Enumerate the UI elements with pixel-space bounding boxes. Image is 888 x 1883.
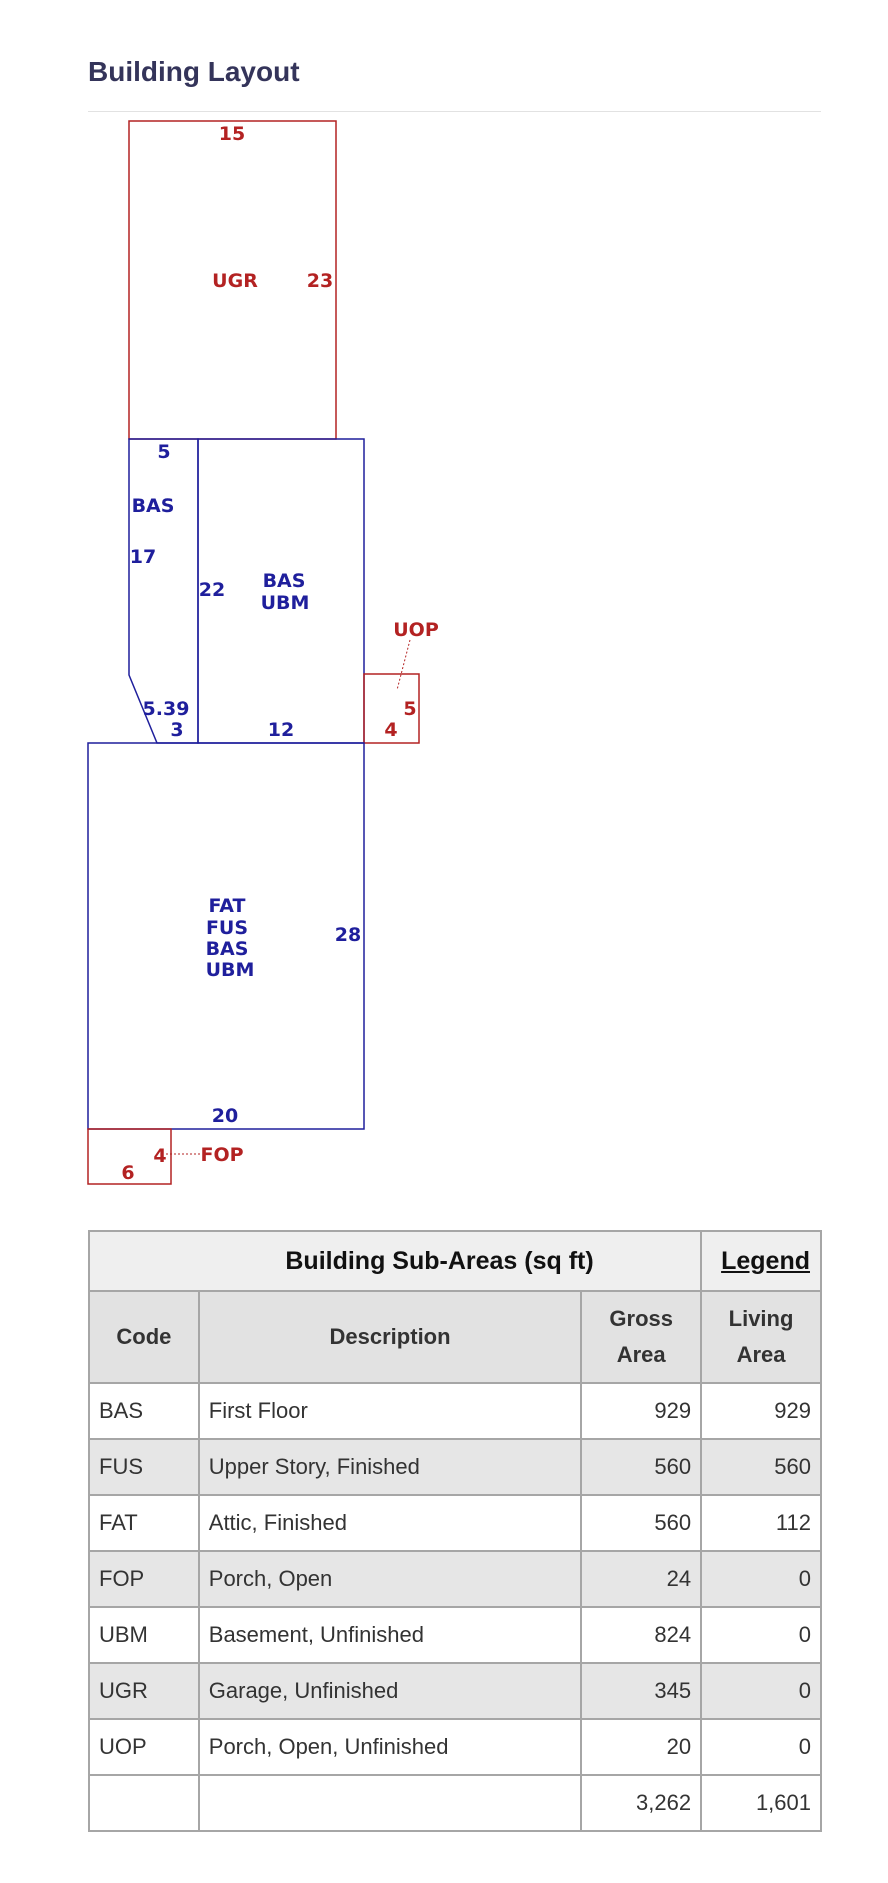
code-cell: UOP (88, 1718, 200, 1776)
description-cell: Garage, Unfinished (197, 1662, 583, 1720)
description-cell: Basement, Unfinished (197, 1606, 583, 1664)
ugr-code-label: UGR (212, 270, 258, 292)
description-cell: First Floor (197, 1382, 583, 1440)
legend-cell: Legend (700, 1230, 822, 1292)
description-cell: Porch, Open, Unfinished (197, 1718, 583, 1776)
table-caption-row: Building Sub-Areas (sq ft) Legend (87, 1230, 822, 1292)
gross-area-header-line-2: Area (616, 1342, 666, 1367)
title-divider (88, 111, 821, 112)
bas-wing-dim-side: 17 (130, 546, 156, 568)
main-code-label-1: FAT (209, 895, 246, 917)
bas-wing-dim-diagonal: 5.39 (143, 698, 190, 720)
table-row: UOP Porch, Open, Unfinished 20 0 (88, 1718, 822, 1776)
fop-area (87, 1128, 172, 1185)
uop-code-label: UOP (393, 619, 439, 641)
description-header: Description (197, 1290, 583, 1384)
living-area-header-line-2: Area (736, 1342, 786, 1367)
gross-area-cell: 24 (580, 1550, 703, 1608)
table-row: UBM Basement, Unfinished 824 0 (88, 1606, 822, 1664)
code-cell: FOP (88, 1550, 200, 1608)
description-cell: Attic, Finished (197, 1494, 583, 1552)
bas-ubm-code-label-1: BAS (263, 570, 306, 592)
main-code-label-4: UBM (206, 959, 255, 981)
table-caption: Building Sub-Areas (sq ft) (87, 1230, 703, 1292)
section-title: Building Layout (88, 56, 300, 87)
fop-dim-side: 4 (153, 1145, 166, 1167)
fop-dim-bottom: 6 (121, 1162, 134, 1184)
total-gross-area: 3,262 (580, 1774, 703, 1832)
gross-area-cell: 345 (580, 1662, 703, 1720)
uop-dim-bottom: 4 (384, 719, 397, 741)
table-row: FUS Upper Story, Finished 560 560 (88, 1438, 822, 1496)
code-cell: UBM (88, 1606, 200, 1664)
fop-code-label: FOP (200, 1144, 243, 1166)
main-dim-bottom: 20 (212, 1105, 238, 1127)
description-cell: Porch, Open (197, 1550, 583, 1608)
main-area (87, 742, 365, 1130)
uop-leader-line (396, 639, 411, 691)
main-code-label-3: BAS (206, 938, 249, 960)
description-cell: Upper Story, Finished (197, 1438, 583, 1496)
table-row: FOP Porch, Open 24 0 (88, 1550, 822, 1608)
gross-area-cell: 20 (580, 1718, 703, 1776)
sub-areas-table: Building Sub-Areas (sq ft) Legend Code D… (87, 1230, 822, 1832)
living-area-cell: 0 (700, 1550, 822, 1608)
living-area-cell: 0 (700, 1662, 822, 1720)
code-cell: UGR (88, 1662, 200, 1720)
code-cell: BAS (88, 1382, 200, 1440)
bas-ubm-dim-bottom: 12 (268, 719, 294, 741)
gross-area-cell: 824 (580, 1606, 703, 1664)
living-area-cell: 0 (700, 1718, 822, 1776)
bas-ubm-code-label-2: UBM (261, 592, 310, 614)
living-area-cell: 112 (700, 1494, 822, 1552)
bas-wing-code-label: BAS (132, 495, 175, 517)
living-area-cell: 560 (700, 1438, 822, 1496)
table-row: FAT Attic, Finished 560 112 (88, 1494, 822, 1552)
bas-wing-dim-top: 5 (157, 441, 170, 463)
gross-area-header-line-1: Gross (609, 1306, 673, 1331)
totals-empty-cell (88, 1774, 200, 1832)
totals-row: 3,262 1,601 (88, 1774, 822, 1832)
gross-area-cell: 929 (580, 1382, 703, 1440)
living-area-header-line-1: Living (728, 1306, 794, 1331)
main-dim-side: 28 (335, 924, 361, 946)
ugr-dim-top: 15 (219, 123, 245, 145)
code-cell: FUS (88, 1438, 200, 1496)
code-header: Code (88, 1290, 200, 1384)
main-code-label-2: FUS (206, 917, 248, 939)
building-sketch: 15 UGR 23 5 BAS 17 5.39 3 22 BAS UBM 12 … (87, 120, 439, 1185)
uop-dim-side: 5 (403, 698, 416, 720)
total-living-area: 1,601 (700, 1774, 822, 1832)
legend-link[interactable]: Legend (721, 1246, 810, 1275)
gross-area-cell: 560 (580, 1438, 703, 1496)
totals-empty-cell (197, 1774, 583, 1832)
ugr-dim-side: 23 (307, 270, 333, 292)
table-row: BAS First Floor 929 929 (88, 1382, 822, 1440)
living-area-cell: 0 (700, 1606, 822, 1664)
bas-wing-dim-bottom: 3 (170, 719, 183, 741)
bas-ubm-dim-side: 22 (199, 579, 225, 601)
code-cell: FAT (88, 1494, 200, 1552)
gross-area-cell: 560 (580, 1494, 703, 1552)
living-area-cell: 929 (700, 1382, 822, 1440)
uop-area (363, 673, 420, 744)
table-row: UGR Garage, Unfinished 345 0 (88, 1662, 822, 1720)
